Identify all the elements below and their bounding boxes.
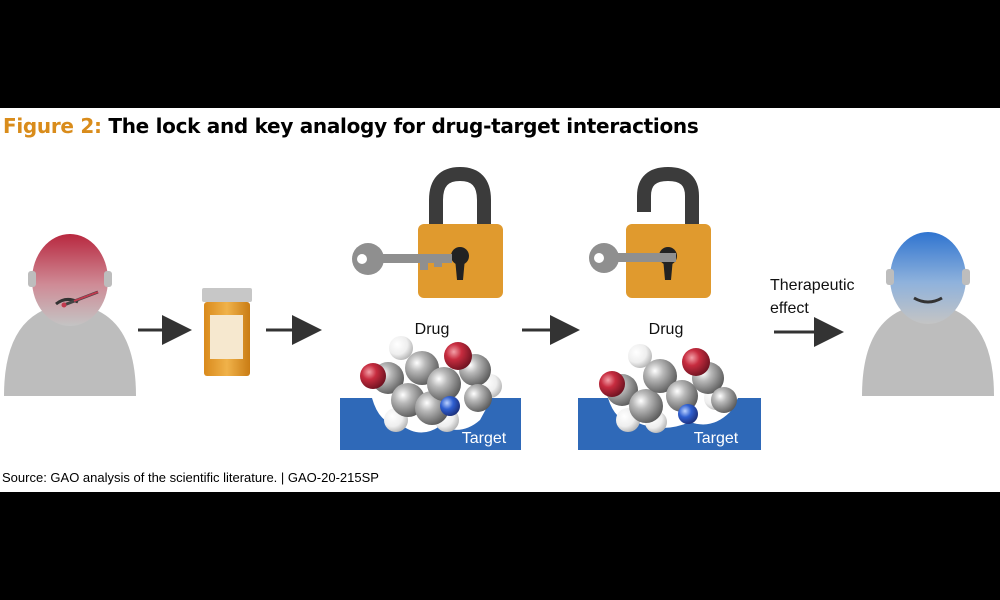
figure-label: Figure 2: (3, 114, 102, 138)
target-label-1: Target (462, 430, 507, 447)
closed-lock-icon (418, 166, 503, 298)
drug-label-1: Drug (415, 321, 450, 338)
drug-molecule-1 (360, 336, 502, 432)
effect-label-line1: Therapeutic (770, 277, 855, 294)
healthy-person-icon (862, 232, 994, 396)
pill-bottle-icon (202, 288, 252, 376)
key-icon (352, 243, 452, 275)
effect-label-line2: effect (770, 300, 809, 317)
drug-molecule-2 (599, 344, 737, 433)
sick-person-icon (4, 234, 136, 396)
figure-title: Figure 2: The lock and key analogy for d… (3, 114, 699, 138)
drug-label-2: Drug (649, 321, 684, 338)
open-lock-icon (626, 166, 711, 298)
turned-key-icon (589, 243, 676, 273)
figure-panel: Figure 2: The lock and key analogy for d… (0, 108, 1000, 492)
source-note: Source: GAO analysis of the scientific l… (2, 470, 379, 485)
lock-key-diagram: Drug Drug Target Target Therapeutic effe… (4, 166, 994, 450)
figure-title-text: The lock and key analogy for drug-target… (108, 114, 699, 138)
target-label-2: Target (694, 430, 739, 447)
